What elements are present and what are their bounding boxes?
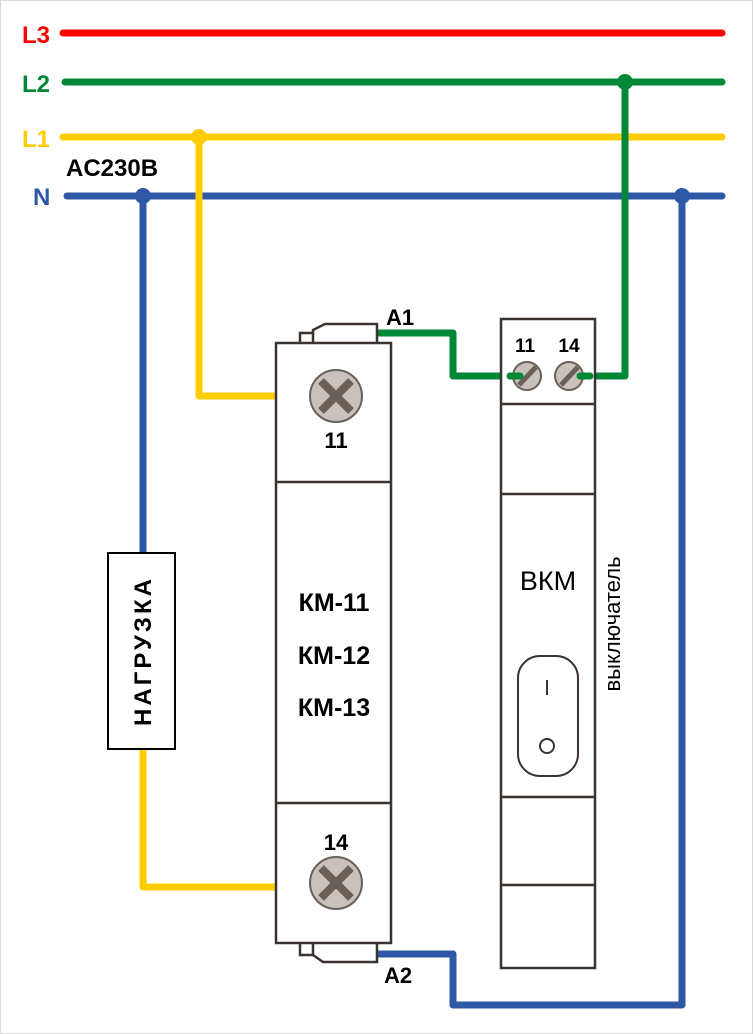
switch-name-label: ВКМ bbox=[520, 566, 576, 596]
wire-a2-to-n bbox=[377, 196, 686, 1009]
terminal-screw-14 bbox=[309, 856, 363, 910]
model-label: КМ-12 bbox=[298, 642, 370, 670]
model-label: КМ-11 bbox=[299, 589, 370, 617]
junction-dot-n-left bbox=[135, 188, 151, 204]
model-label: КМ-13 bbox=[298, 694, 370, 722]
wire-l1-to-terminal-11 bbox=[195, 137, 310, 400]
junction-dot-l1 bbox=[191, 129, 207, 145]
switch-terminal-label-14: 14 bbox=[558, 336, 580, 357]
wire-load-to-terminal-14 bbox=[139, 748, 312, 891]
junction-dot-n-right bbox=[674, 188, 690, 204]
coil-label-a2: A2 bbox=[384, 963, 412, 988]
bus-label-l1: L1 bbox=[22, 126, 50, 153]
switch-module bbox=[499, 317, 597, 970]
switch-terminal-label-11: 11 bbox=[515, 336, 536, 357]
terminal-label-14: 14 bbox=[324, 830, 349, 855]
load-box: НАГРУЗКА bbox=[107, 552, 176, 750]
switch-caption: выключатель bbox=[600, 556, 625, 691]
din-clip-top bbox=[298, 322, 379, 343]
voltage-label: AC230B bbox=[66, 155, 158, 182]
bus-label-n: N bbox=[33, 184, 50, 211]
wire-a1-to-switch-11 bbox=[377, 329, 520, 380]
junction-dot-l2 bbox=[617, 74, 633, 90]
bus-lines bbox=[59, 29, 726, 200]
bus-label-l2: L2 bbox=[22, 71, 50, 98]
coil-label-a1: A1 bbox=[386, 305, 414, 330]
contactor-module bbox=[274, 322, 393, 964]
bus-label-l3: L3 bbox=[22, 22, 50, 49]
rocker-switch[interactable] bbox=[517, 655, 579, 777]
load-label: НАГРУЗКА bbox=[130, 576, 157, 726]
off-symbol-icon bbox=[539, 738, 555, 754]
din-clip-bottom bbox=[298, 943, 379, 964]
terminal-label-11: 11 bbox=[324, 428, 347, 453]
switch-screw-14 bbox=[554, 361, 584, 391]
terminal-screw-11 bbox=[309, 369, 363, 423]
